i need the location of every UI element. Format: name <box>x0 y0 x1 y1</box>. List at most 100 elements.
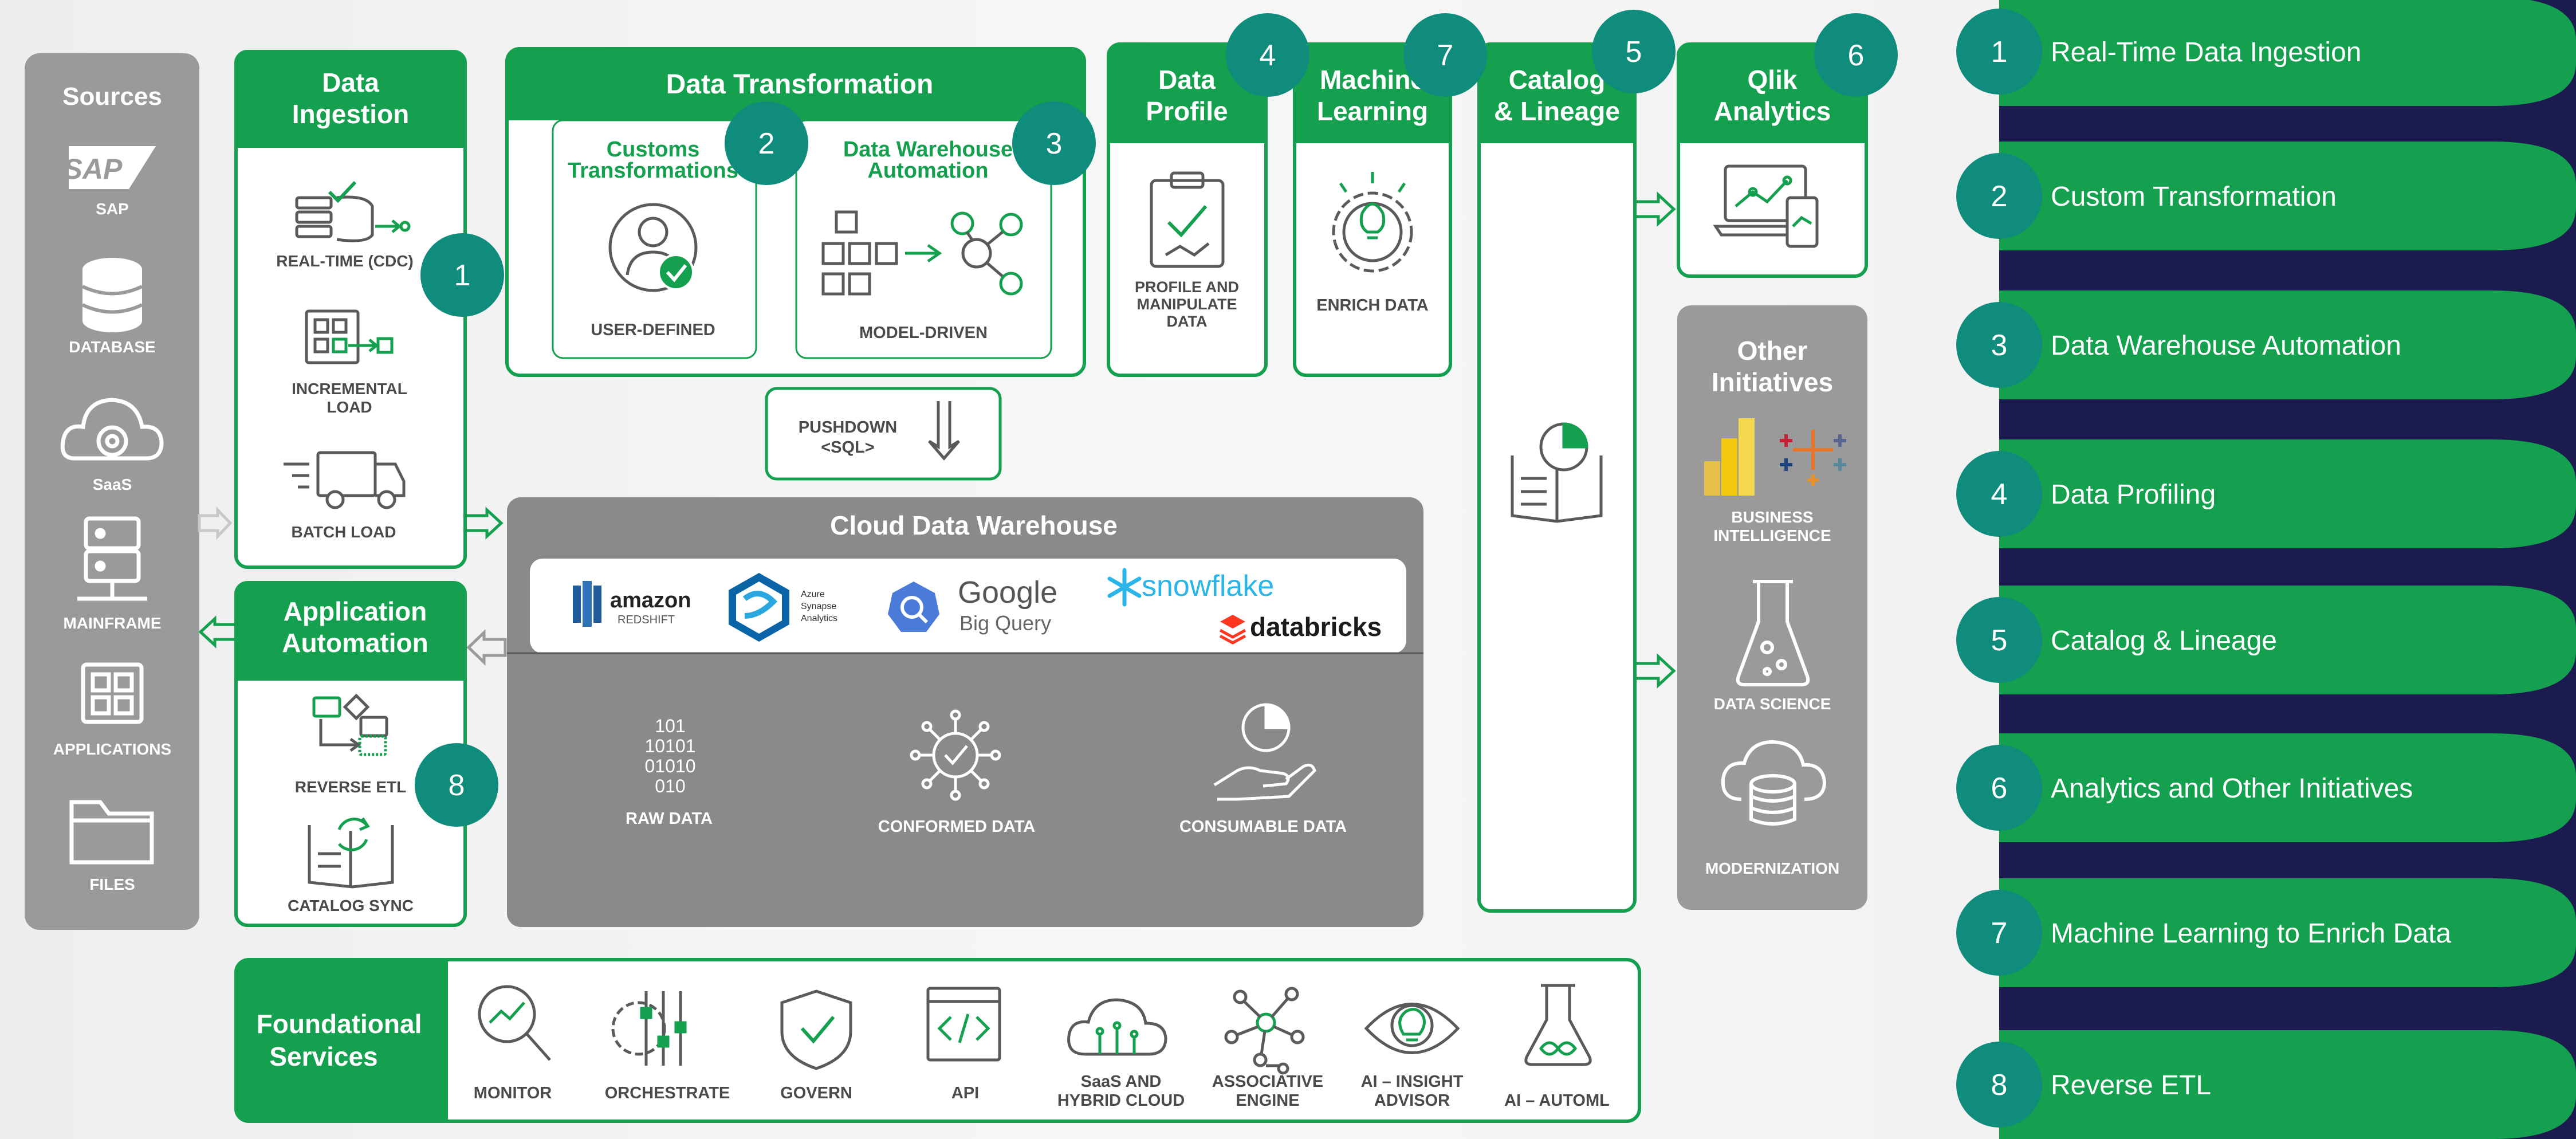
legend-number-badge <box>1956 745 2042 831</box>
svg-text:Big Query: Big Query <box>959 611 1051 635</box>
legend-label: Catalog & Lineage <box>2051 626 2277 656</box>
legend-number-badge <box>1956 597 2042 683</box>
machine-learning-panel: Machine Learning ENRICH DATA <box>1293 42 1452 377</box>
foundational-associative-label-1: ASSOCIATIVE <box>1212 1073 1323 1091</box>
pushdown-box: PUSHDOWN <SQL> <box>765 387 1002 481</box>
source-label-files: FILES <box>89 875 135 893</box>
svg-text:1: 1 <box>454 259 471 292</box>
legend-number-badge <box>1956 1042 2042 1128</box>
flask-icon <box>1524 984 1592 1066</box>
monitor-icon <box>478 985 551 1061</box>
clipboard-check-icon <box>1150 171 1225 268</box>
svg-text:Analytics: Analytics <box>801 614 837 623</box>
foundational-orchestrate-label: ORCHESTRATE <box>605 1084 730 1102</box>
marker-2: 2 <box>725 101 808 185</box>
customs-title-2: Transformations <box>568 159 738 183</box>
svg-text:01010: 01010 <box>645 756 696 776</box>
ingestion-batch-label: BATCH LOAD <box>291 523 396 541</box>
cdw-conformed-label: CONFORMED DATA <box>878 818 1035 836</box>
model-flow-icon <box>821 210 1023 296</box>
number-markers: 1 2 3 4 5 6 7 8 <box>415 10 1898 827</box>
legend-pill <box>1999 142 2576 250</box>
legend-label: Real-Time Data Ingestion <box>2051 37 2361 68</box>
legend-number: 8 <box>1991 1069 2008 1102</box>
legend-pill <box>1999 439 2576 548</box>
automation-title-1: Application <box>284 596 427 626</box>
databricks-logo: databricks <box>1219 612 1382 645</box>
svg-text:Synapse: Synapse <box>801 602 836 611</box>
marker-4: 4 <box>1226 13 1309 97</box>
foundational-api-label: API <box>951 1084 979 1102</box>
flask-icon <box>1736 580 1810 686</box>
svg-text:7: 7 <box>1437 39 1454 72</box>
database-icon <box>81 258 143 332</box>
data-transformation-panel: Data Transformation Customs Transformati… <box>505 47 1086 377</box>
folder-icon <box>69 800 154 865</box>
pushdown-label-2: <SQL> <box>821 438 875 457</box>
other-ds-label: DATA SCIENCE <box>1714 695 1831 713</box>
legend-number-badge <box>1956 9 2042 95</box>
legend-pill <box>1999 290 2576 399</box>
power-bi-tableau-icon <box>1704 418 1846 496</box>
shield-check-icon <box>780 989 852 1070</box>
eye-bulb-icon <box>1364 1003 1460 1054</box>
arrow-cdw-to-automation <box>466 629 507 666</box>
foundational-services-panel: Foundational Services <box>234 958 1641 1123</box>
reverse-etl-icon <box>312 693 388 756</box>
cdw-consumable-label: CONSUMABLE DATA <box>1179 818 1347 836</box>
legend-number-badge <box>1956 153 2042 239</box>
legend-number: 7 <box>1991 917 2008 950</box>
svg-text:101: 101 <box>655 716 685 736</box>
legend-number: 4 <box>1991 478 2008 511</box>
ingestion-title-2: Ingestion <box>292 99 409 129</box>
legend-number: 3 <box>1991 329 2008 362</box>
source-label-applications: APPLICATIONS <box>53 740 171 758</box>
svg-text:databricks: databricks <box>1250 612 1382 642</box>
amazon-redshift-logo: amazon REDSHIFT <box>573 581 691 627</box>
cloud-icon <box>1067 998 1167 1056</box>
google-bigquery-logo: Google Big Query <box>888 575 1057 635</box>
svg-text:amazon: amazon <box>610 588 691 612</box>
catalog-title-1: Catalog <box>1509 65 1606 95</box>
ingestion-incremental-label-2: LOAD <box>327 398 372 416</box>
qlik-analytics-panel: Qlik Analytics <box>1677 42 1868 278</box>
foundational-insight-label-1: AI – INSIGHT <box>1361 1073 1464 1091</box>
ml-label: ENRICH DATA <box>1316 296 1429 315</box>
sources-panel: Sources SAP SAP DATABASE SaaS <box>25 53 199 930</box>
legend-label: Data Warehouse Automation <box>2051 331 2401 361</box>
pushdown-label-1: PUSHDOWN <box>799 418 897 437</box>
legend-label: Custom Transformation <box>2051 182 2337 212</box>
gear-bulb-icon <box>1332 172 1413 273</box>
legend-number-badge <box>1956 302 2042 388</box>
marker-8: 8 <box>415 743 498 827</box>
other-bi-label-2: INTELLIGENCE <box>1713 527 1831 544</box>
snowflake-logo: snowflake <box>1107 568 1274 607</box>
foundational-automl-label: AI – AUTOML <box>1504 1091 1610 1110</box>
cloud-data-warehouse-panel: Cloud Data Warehouse amazon REDSHIFT Azu… <box>507 497 1423 927</box>
customs-footer: USER-DEFINED <box>591 321 715 339</box>
automation-catalog-sync-label: CATALOG SYNC <box>288 897 414 914</box>
incremental-icon <box>305 309 394 364</box>
profile-title-2: Profile <box>1146 96 1228 126</box>
svg-text:010: 010 <box>655 776 685 796</box>
other-initiatives-panel: Other Initiatives BUSINESS INT <box>1677 305 1867 910</box>
legend-label: Data Profiling <box>2051 480 2216 510</box>
foundational-insight-label-2: ADVISOR <box>1374 1091 1450 1110</box>
ingestion-incremental-label-1: INCREMENTAL <box>292 380 407 398</box>
arrow-catalog-to-other <box>1633 653 1676 689</box>
customs-title-1: Customs <box>607 138 700 162</box>
svg-text:5: 5 <box>1626 36 1642 69</box>
foundational-monitor-label: MONITOR <box>474 1084 552 1102</box>
foundational-govern-label: GOVERN <box>780 1084 852 1102</box>
catalog-title-2: & Lineage <box>1494 96 1620 126</box>
svg-text:4: 4 <box>1260 39 1276 72</box>
server-icon <box>77 516 147 601</box>
user-check-icon <box>608 203 698 292</box>
marker-5: 5 <box>1592 10 1676 93</box>
arrow-down-icon <box>928 401 960 461</box>
